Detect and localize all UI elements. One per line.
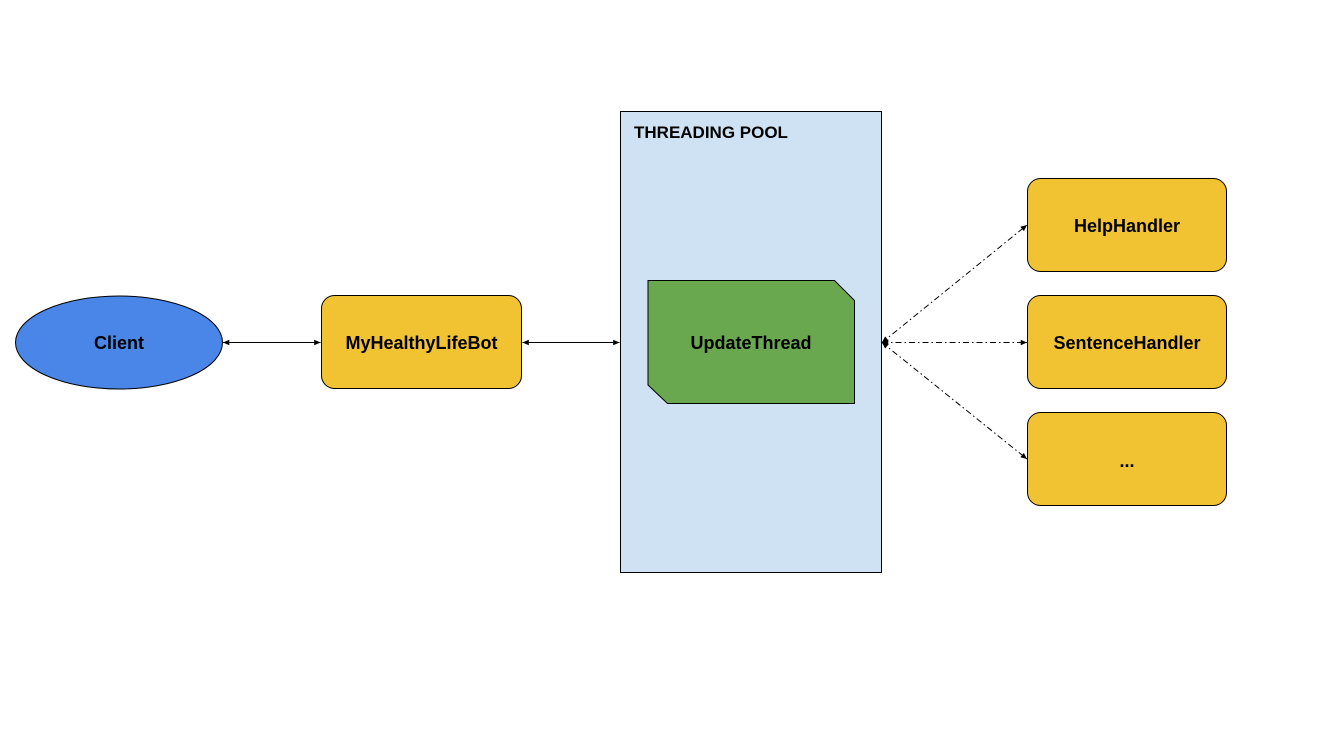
client-label: Client — [94, 333, 144, 353]
bot-label: MyHealthyLifeBot — [345, 333, 497, 353]
handler-box — [1027, 295, 1227, 389]
handler-label: ... — [1119, 451, 1134, 471]
connector-pool-more — [881, 342, 1028, 460]
connectors — [223, 224, 1028, 460]
handler-node-sentence: SentenceHandler — [1027, 295, 1227, 389]
client-ellipse — [15, 295, 223, 390]
handler-label: HelpHandler — [1074, 216, 1180, 236]
threading-pool-label: THREADING POOL — [634, 123, 788, 142]
update-thread-shape — [647, 280, 855, 404]
update-thread-node: UpdateThread — [647, 280, 855, 404]
handler-box — [1027, 178, 1227, 272]
handler-node-help: HelpHandler — [1027, 178, 1227, 272]
handler-node-more: ... — [1027, 412, 1227, 506]
handler-label: SentenceHandler — [1053, 333, 1200, 353]
bot-box — [321, 295, 522, 389]
connector-pool-help — [881, 224, 1028, 343]
update-thread-label: UpdateThread — [690, 333, 811, 353]
handler-box — [1027, 412, 1227, 506]
client-node: Client — [15, 295, 223, 390]
bot-node: MyHealthyLifeBot — [321, 295, 522, 389]
